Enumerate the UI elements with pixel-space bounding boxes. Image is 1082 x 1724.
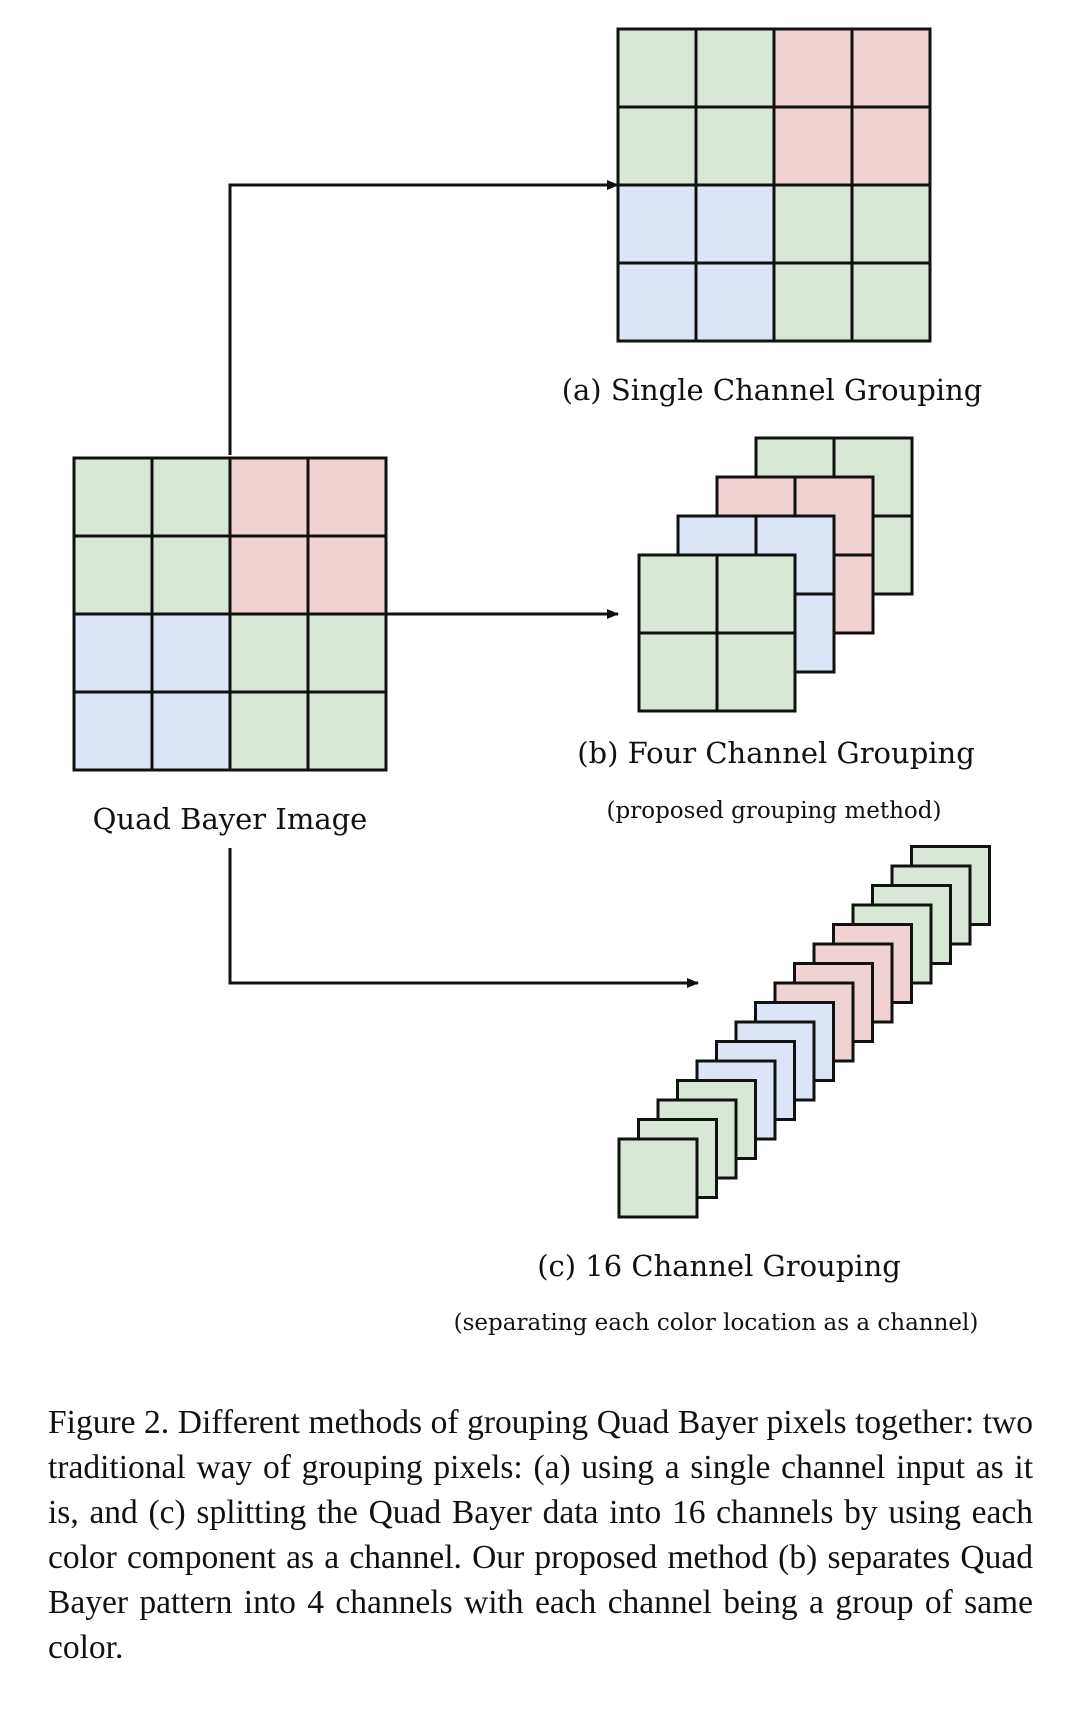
grid-cell [228, 534, 310, 616]
grid-cell [150, 612, 232, 694]
four-channel-sublabel: (proposed grouping method) [607, 798, 942, 824]
sixteen-channel-sublabel: (separating each color location as a cha… [454, 1310, 979, 1336]
grid-cell [850, 183, 932, 265]
four-channel-label: (b) Four Channel Grouping [577, 736, 975, 770]
input-label: Quad Bayer Image [93, 802, 368, 836]
channel-cell [715, 631, 797, 713]
grid-cell [228, 456, 310, 538]
grid-cell [150, 456, 232, 538]
grid-cell [306, 690, 388, 772]
grid-cell [616, 261, 698, 343]
grid-cell [772, 105, 854, 187]
grid-cell [772, 261, 854, 343]
grid-cell [72, 534, 154, 616]
channel-cell [715, 553, 797, 635]
grid-cell [306, 534, 388, 616]
arrow-to-single-channel [228, 180, 619, 455]
grid-cell [150, 534, 232, 616]
grid-cell [228, 612, 310, 694]
figure-caption: Figure 2. Different methods of grouping … [48, 1404, 1033, 1666]
grid-cell [72, 456, 154, 538]
channel-cell [637, 631, 719, 713]
grid-cell [616, 183, 698, 265]
grid-cell [694, 105, 776, 187]
grid-cell [72, 612, 154, 694]
grid-cell [694, 27, 776, 109]
grouping-diagram: Quad Bayer Image (a) Single Channel Grou… [72, 27, 991, 1336]
grid-cell [150, 690, 232, 772]
sixteen-channel-stack [617, 845, 991, 1219]
grid-cell [616, 27, 698, 109]
grid-cell [772, 183, 854, 265]
grid-cell [694, 261, 776, 343]
sixteen-channel-label: (c) 16 Channel Grouping [537, 1249, 901, 1283]
channel-cell [637, 553, 719, 635]
grid-cell [306, 612, 388, 694]
grid-cell [306, 456, 388, 538]
quad-bayer-grid [72, 456, 388, 772]
grid-cell [850, 27, 932, 109]
grid-cell [850, 261, 932, 343]
grid-cell [694, 183, 776, 265]
grid-cell [772, 27, 854, 109]
single-channel-label: (a) Single Channel Grouping [562, 373, 983, 407]
grid-cell [616, 105, 698, 187]
single-channel-grid [616, 27, 932, 343]
grid-cell [850, 105, 932, 187]
channel-tile [617, 1137, 699, 1219]
grid-cell [228, 690, 310, 772]
four-channel-stack [637, 436, 914, 713]
arrow-to-sixteen-channel [228, 848, 699, 988]
grid-cell [72, 690, 154, 772]
